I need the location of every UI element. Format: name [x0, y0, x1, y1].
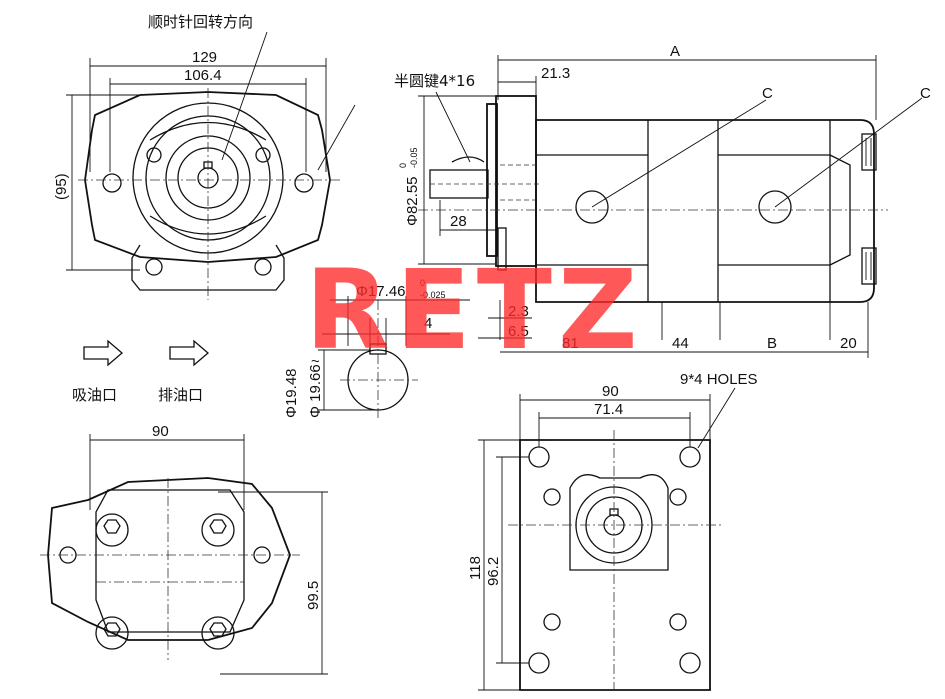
discharge-port-label: 排油口 — [158, 386, 203, 404]
dim-17-46: Φ17.46 — [356, 283, 406, 300]
dim-tilde: ~ — [311, 353, 320, 370]
dim-4: 4 — [424, 315, 432, 332]
flange-view — [478, 387, 736, 691]
holes-note: 9*4 HOLES — [680, 371, 758, 388]
dim-82-55: Φ82.55 — [404, 176, 421, 226]
suction-port-label: 吸油口 — [72, 386, 117, 404]
watermark-logo: RETZ — [305, 246, 644, 374]
callout-c-first: C — [762, 85, 773, 102]
side-view — [418, 55, 923, 358]
front-view — [66, 31, 356, 300]
dim-118: 118 — [467, 556, 484, 580]
dim-a: A — [670, 43, 680, 60]
rear-view — [40, 434, 328, 675]
dim-95: (95) — [53, 173, 70, 200]
dim-19-48: Φ19.48 — [283, 368, 300, 418]
dim-19-66: Φ 19.66 — [307, 364, 324, 418]
dim-2-3: 2.3 — [508, 303, 529, 320]
rotation-note: 顺时针回转方向 — [148, 13, 253, 31]
dim-106-4: 106.4 — [184, 67, 222, 84]
key-note: 半圆键4*16 — [394, 72, 475, 90]
discharge-arrow-icon — [169, 339, 209, 367]
dim-90-flange: 90 — [602, 383, 619, 400]
dim-129: 129 — [192, 49, 217, 66]
dim-44: 44 — [672, 335, 689, 352]
dim-82-55-tol-upper: 0 — [398, 163, 408, 168]
dim-21-3: 21.3 — [541, 65, 570, 82]
dim-28: 28 — [450, 213, 467, 230]
dim-17-46-tol-lower: -0.025 — [420, 290, 446, 300]
dim-96-2: 96.2 — [485, 557, 502, 586]
dim-20: 20 — [840, 335, 857, 352]
dim-99-5: 99.5 — [305, 581, 322, 610]
dim-17-46-tol-upper: 0 — [420, 278, 425, 288]
suction-arrow-icon — [83, 339, 123, 367]
dim-71-4: 71.4 — [594, 401, 623, 418]
dim-b: B — [767, 335, 777, 352]
dim-82-55-tol-lower: -0.05 — [409, 147, 419, 168]
dim-90-rear: 90 — [152, 423, 169, 440]
dim-6-5: 6.5 — [508, 323, 529, 340]
shaft-detail — [318, 296, 470, 420]
callout-c-second: C — [920, 85, 931, 102]
dim-81: 81 — [562, 335, 579, 352]
